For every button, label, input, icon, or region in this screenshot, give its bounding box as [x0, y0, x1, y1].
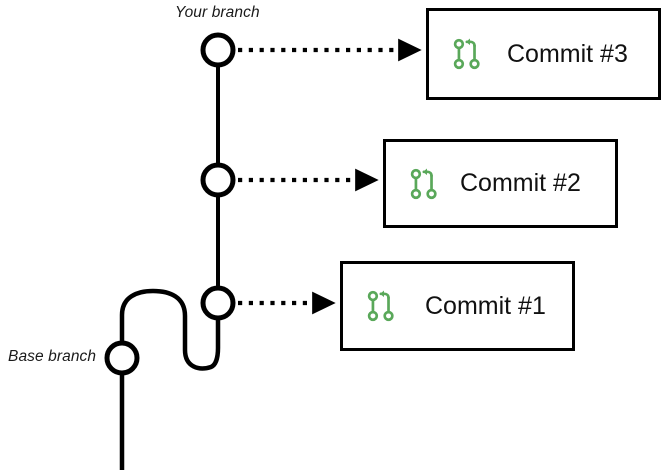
git-pull-request-icon	[367, 290, 394, 322]
git-pull-request-icon	[453, 38, 480, 70]
your-branch-label: Your branch	[175, 4, 260, 21]
git-pull-request-icon	[410, 168, 437, 199]
your-branch-node-3[interactable]	[200, 32, 236, 68]
base-branch-node[interactable]	[104, 340, 140, 376]
your-branch-node-2[interactable]	[200, 162, 236, 198]
commit-box-commit-1[interactable]: Commit #1	[340, 261, 575, 351]
commit-label-1: Commit #1	[425, 291, 546, 320]
commit-box-commit-2[interactable]: Commit #2	[383, 139, 618, 228]
your-branch-node-1[interactable]	[200, 285, 236, 321]
base-to-branch-curve	[119, 288, 221, 371]
commit-box-commit-3[interactable]: Commit #3	[426, 8, 661, 100]
commit-label-3: Commit #3	[507, 39, 628, 68]
base-branch-label: Base branch	[8, 348, 97, 365]
commit-label-2: Commit #2	[460, 169, 581, 197]
